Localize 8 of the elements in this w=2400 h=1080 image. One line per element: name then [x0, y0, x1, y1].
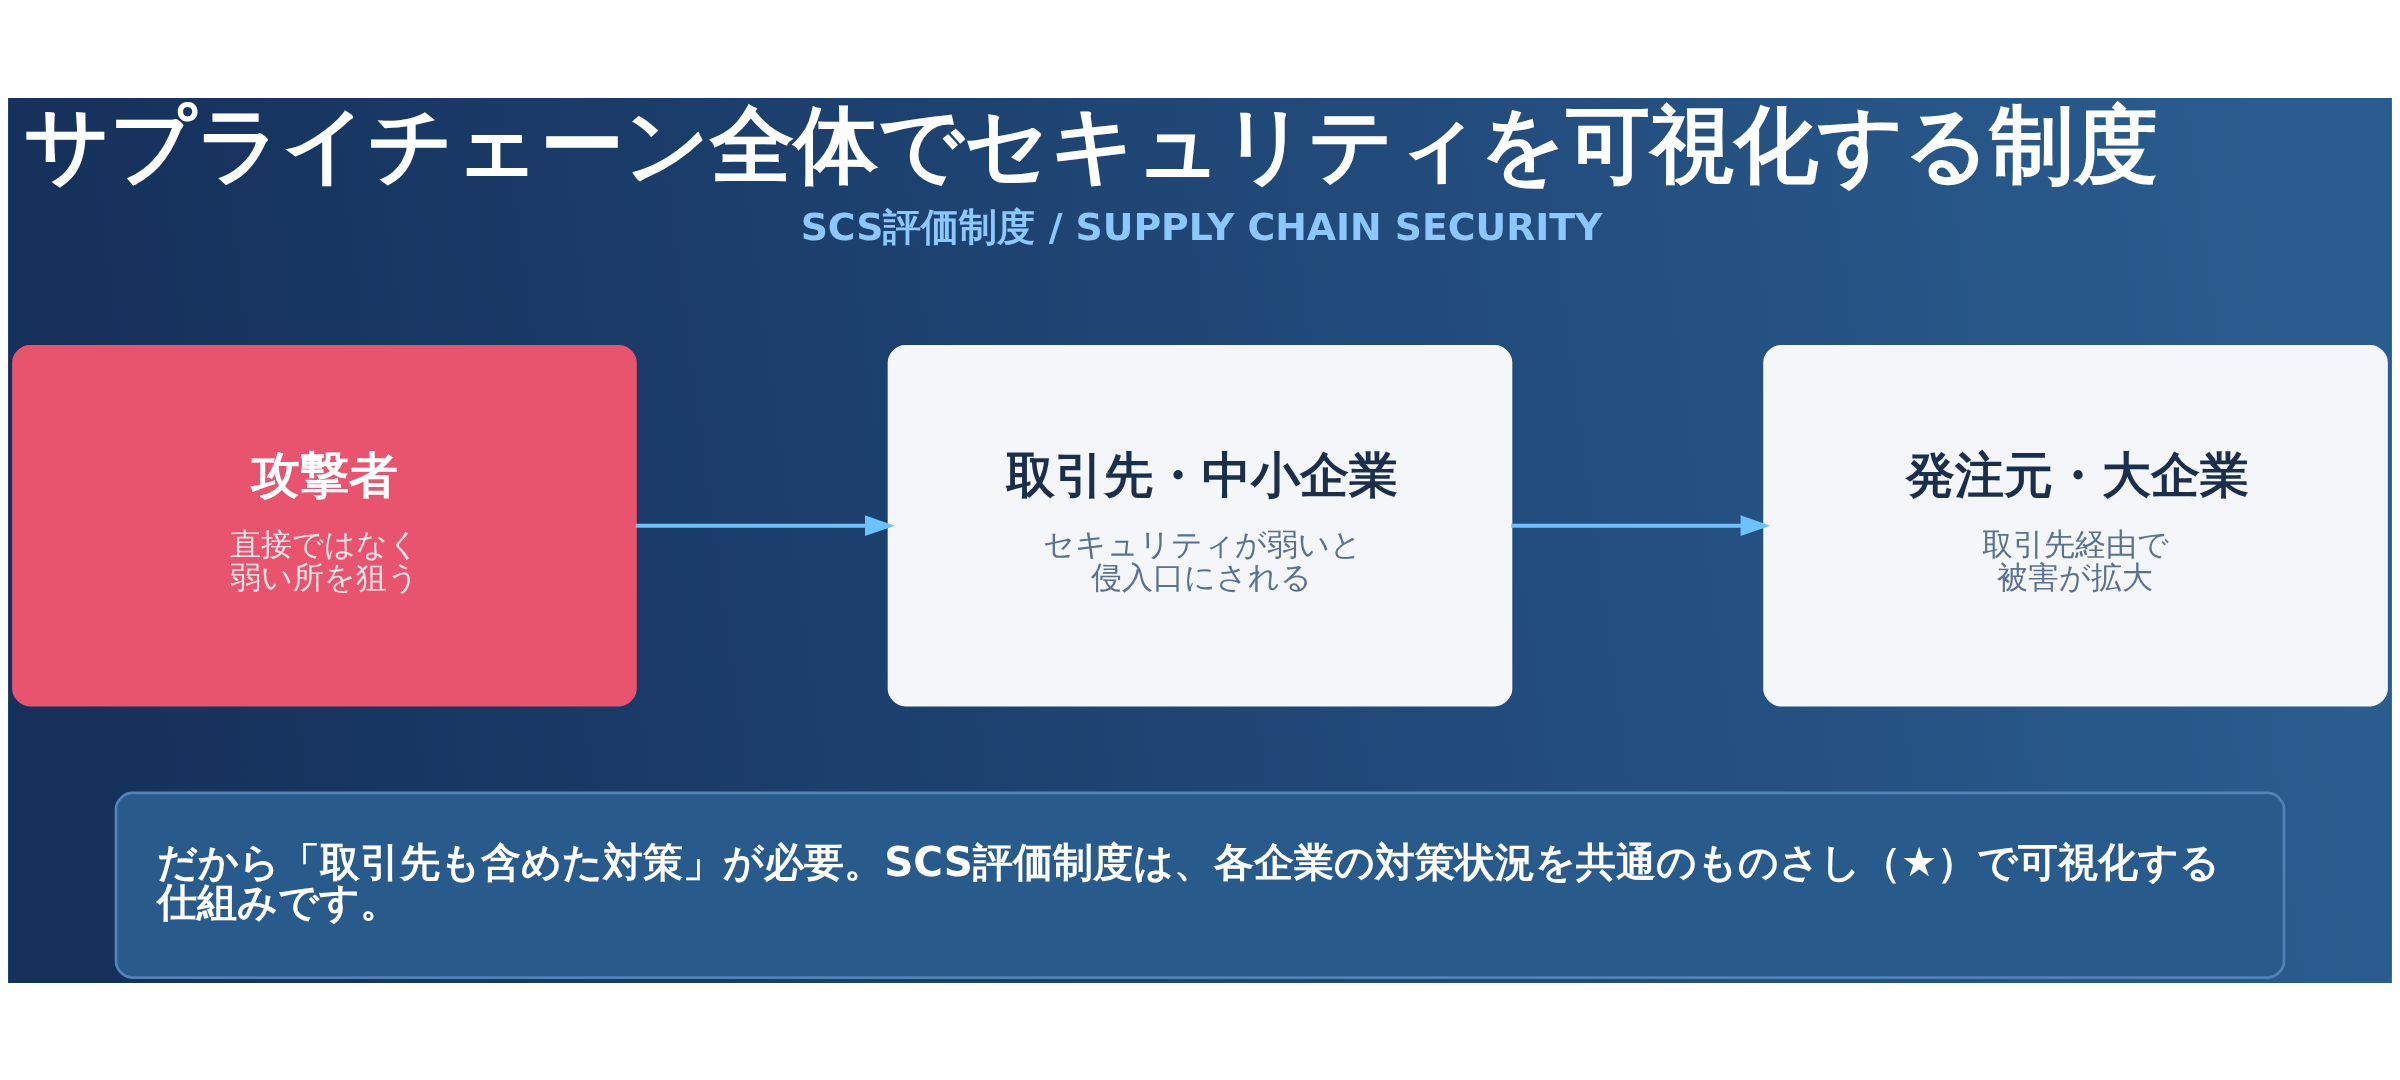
node-box: 取引先・中小企業 セキュリティが弱いと侵入口にされる — [887, 344, 1513, 706]
node-box: 発注元・大企業 取引先経由で被害が拡大 — [1763, 344, 2388, 706]
diagram-title: サプライチェーン全体でセキュリティを可視化する制度 — [24, 95, 2159, 194]
node-box: 攻撃者 直接ではなく弱い所を狙う — [12, 344, 637, 706]
node-box: だから「取引先も含めた対策」が必要。SCS評価制度は、各企業の対策状況を共通のものさし（★）で可視化する仕組みです。 — [114, 790, 2286, 979]
arrow — [635, 514, 895, 536]
arrow — [1511, 514, 1771, 536]
label: SCS評価制度 / SUPPLY CHAIN SECURITY — [800, 204, 1603, 249]
